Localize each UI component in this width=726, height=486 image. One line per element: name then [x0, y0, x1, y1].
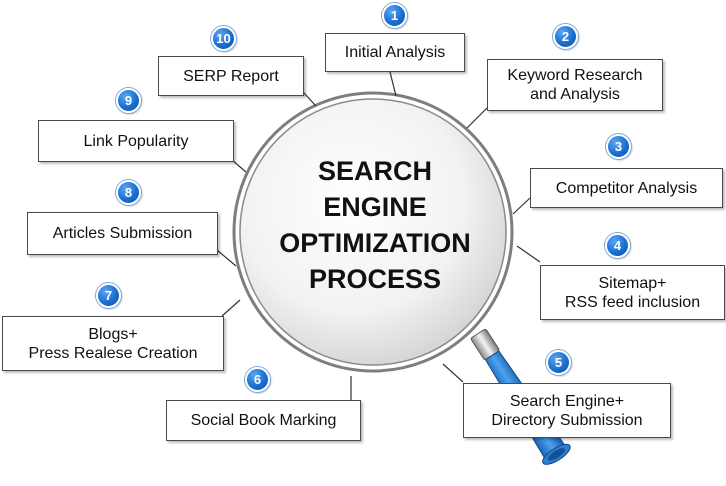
connector-lines: [216, 71, 541, 400]
step-label-3: Competitor Analysis: [555, 179, 698, 197]
step-box-9: Link Popularity: [38, 120, 234, 162]
step-label-4: Sitemap+ RSS feed inclusion: [564, 274, 701, 311]
step-box-4: Sitemap+ RSS feed inclusion: [540, 265, 725, 320]
connector-5: [442, 363, 464, 383]
connector-4: [516, 245, 541, 263]
step-label-9: Link Popularity: [83, 132, 189, 150]
step-box-10: SERP Report: [158, 56, 304, 96]
step-badge-5: 5: [546, 350, 571, 375]
step-box-7: Blogs+ Press Realese Creation: [2, 316, 224, 371]
step-box-3: Competitor Analysis: [530, 168, 723, 208]
step-box-1: Initial Analysis: [325, 33, 465, 72]
connector-3: [512, 197, 531, 215]
step-label-1: Initial Analysis: [344, 44, 446, 61]
connector-7: [221, 299, 241, 317]
step-badge-9: 9: [116, 88, 141, 113]
step-label-6: Social Book Marking: [190, 412, 337, 429]
step-box-2: Keyword Research and Analysis: [487, 59, 663, 111]
center-title: SEARCH ENGINE OPTIMIZATION PROCESS: [279, 156, 471, 294]
step-badge-8: 8: [116, 180, 141, 205]
step-label-7: Blogs+ Press Realese Creation: [28, 325, 198, 362]
connector-1: [389, 71, 397, 97]
connector-2: [466, 107, 488, 129]
step-label-10: SERP Report: [183, 67, 279, 85]
step-box-5: Search Engine+ Directory Submission: [463, 383, 671, 438]
step-badge-2: 2: [553, 24, 578, 49]
step-badge-3: 3: [606, 134, 631, 159]
step-box-6: Social Book Marking: [166, 400, 361, 441]
step-label-8: Articles Submission: [52, 225, 193, 242]
step-label-2: Keyword Research and Analysis: [507, 67, 643, 103]
step-badge-6: 6: [245, 367, 270, 392]
connector-10: [302, 91, 317, 107]
magnifier-lens: [232, 91, 514, 373]
step-badge-1: 1: [382, 3, 407, 28]
step-label-5: Search Engine+ Directory Submission: [491, 392, 643, 429]
step-badge-4: 4: [605, 233, 630, 258]
step-box-8: Articles Submission: [27, 212, 218, 255]
connector-8: [216, 249, 237, 267]
step-badge-7: 7: [96, 283, 121, 308]
connector-9: [231, 159, 247, 173]
step-badge-10: 10: [211, 26, 236, 51]
